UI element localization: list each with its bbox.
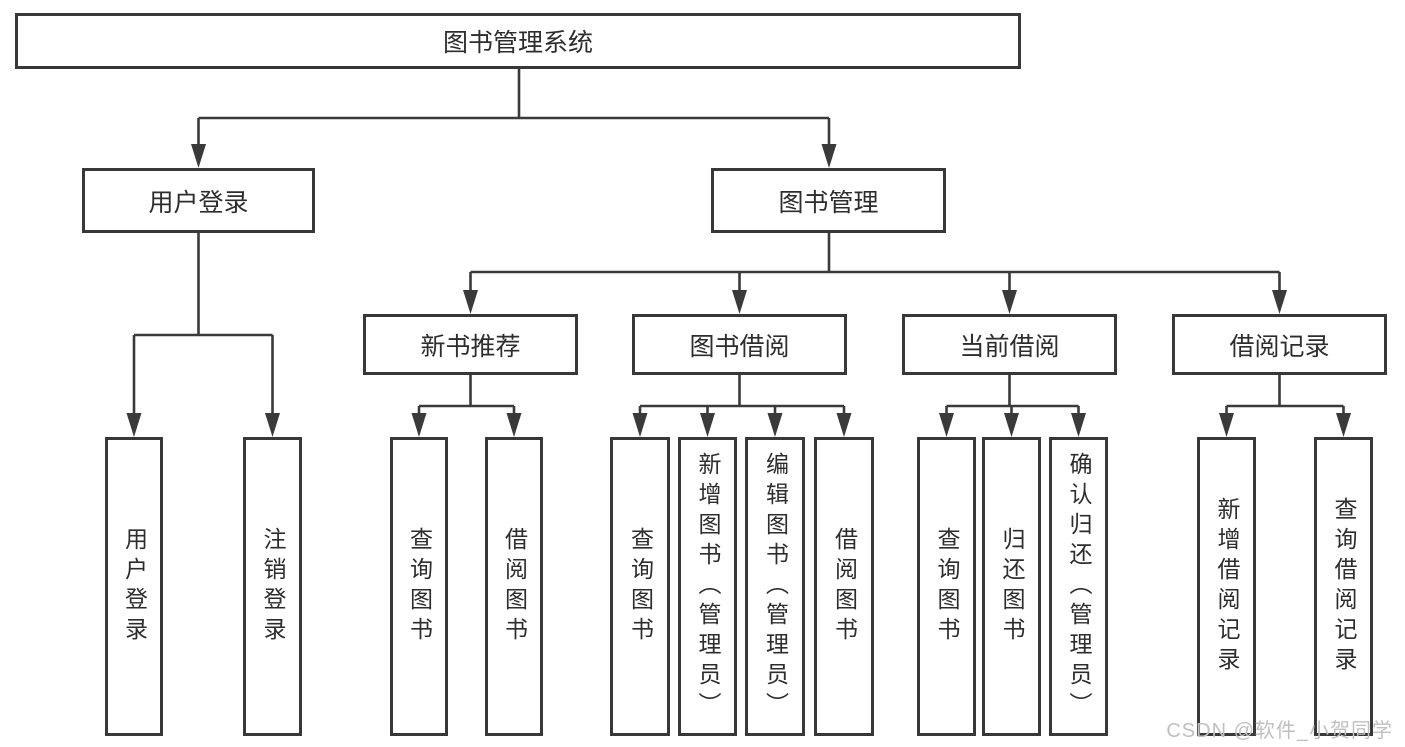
arrowhead-icon [191, 144, 206, 168]
leaf-recommend-borrow-book: 借阅图书 [485, 437, 543, 736]
leaf-user-login: 用户登录 [105, 437, 163, 736]
node-user-login-label: 用户登录 [148, 188, 249, 217]
leaf-records-query-record: 查询借阅记录 [1314, 437, 1373, 736]
leaf-current-query-book-label: 查询图书 [934, 526, 960, 647]
arrowhead-icon [700, 413, 715, 437]
arrowhead-icon [1004, 413, 1019, 437]
leaf-borrowing-query-book-label: 查询图书 [627, 526, 654, 647]
node-current-borrowing: 当前借阅 [902, 314, 1117, 375]
edge-line [638, 375, 846, 421]
node-book-borrowing: 图书借阅 [632, 314, 847, 375]
node-current-borrowing-label: 当前借阅 [959, 332, 1060, 361]
node-new-book-recommend: 新书推荐 [363, 314, 578, 375]
edge-line [469, 233, 1281, 298]
arrowhead-icon [632, 413, 648, 437]
edge-line [1225, 375, 1345, 421]
node-root-label: 图书管理系统 [442, 29, 593, 57]
leaf-records-query-record-label: 查询借阅记录 [1331, 496, 1357, 677]
arrowhead-icon [767, 413, 783, 437]
leaf-borrowing-query-book: 查询图书 [610, 437, 670, 736]
edges-user-login-to-leaves [132, 233, 274, 421]
edges-borrowing-records-to-leaves [1225, 375, 1345, 421]
arrowhead-icon [1219, 413, 1234, 437]
arrowhead-icon [506, 413, 522, 437]
arrowhead-icon [836, 413, 852, 437]
leaf-current-confirm-return: 确认归还（管理员） [1049, 437, 1108, 736]
leaf-borrowing-edit-book-label: 编辑图书（管理员） [762, 451, 789, 722]
leaf-borrowing-edit-book: 编辑图书（管理员） [745, 437, 805, 736]
node-borrowing-records: 借阅记录 [1172, 314, 1387, 375]
leaf-user-login-label: 用户登录 [121, 526, 148, 647]
arrowhead-icon [939, 413, 954, 437]
node-book-management-label: 图书管理 [778, 188, 879, 217]
edge-line [417, 375, 516, 421]
leaf-recommend-borrow-book-label: 借阅图书 [501, 526, 528, 647]
leaf-logout-label: 注销登录 [260, 526, 286, 647]
arrowhead-icon [732, 290, 747, 314]
leaf-current-confirm-return-label: 确认归还（管理员） [1066, 451, 1092, 722]
arrowhead-icon [1071, 413, 1086, 437]
leaf-current-return-book: 归还图书 [982, 437, 1041, 736]
leaf-borrowing-borrow-book-label: 借阅图书 [831, 526, 858, 647]
leaf-borrowing-borrow-book: 借阅图书 [814, 437, 874, 736]
edges-book-borrowing-to-leaves [638, 375, 846, 421]
arrowhead-icon [411, 413, 427, 437]
edges-book-management-to-level3 [469, 233, 1281, 298]
arrowhead-icon [463, 290, 478, 314]
arrowhead-icon [265, 413, 280, 437]
edge-line [132, 233, 274, 421]
leaf-recommend-query-book-label: 查询图书 [406, 526, 433, 647]
arrowhead-icon [1272, 290, 1287, 314]
leaf-logout: 注销登录 [243, 437, 302, 736]
node-book-management: 图书管理 [711, 168, 946, 233]
arrowhead-icon [1336, 413, 1351, 437]
leaf-recommend-query-book: 查询图书 [390, 437, 448, 736]
leaf-records-add-record-label: 新增借阅记录 [1214, 496, 1240, 677]
leaf-records-add-record: 新增借阅记录 [1197, 437, 1256, 736]
arrowheads-group [126, 144, 1351, 437]
edges-new-book-recommend-to-leaves [417, 375, 516, 421]
leaf-borrowing-add-book-label: 新增图书（管理员） [695, 451, 721, 722]
node-new-book-recommend-label: 新书推荐 [420, 332, 521, 361]
edges-root-to-level2 [197, 69, 831, 152]
csdn-watermark: CSDN @软件_小贺同学 [1166, 720, 1393, 742]
leaf-current-query-book: 查询图书 [917, 437, 976, 736]
node-borrowing-records-label: 借阅记录 [1229, 332, 1330, 361]
arrowhead-icon [821, 144, 837, 168]
edge-line [197, 69, 831, 152]
arrowhead-icon [1002, 290, 1017, 314]
node-book-borrowing-label: 图书借阅 [689, 332, 790, 361]
node-root: 图书管理系统 [15, 13, 1021, 69]
node-user-login: 用户登录 [82, 168, 315, 233]
leaf-borrowing-add-book: 新增图书（管理员） [678, 437, 737, 736]
leaf-current-return-book-label: 归还图书 [999, 526, 1025, 647]
arrowhead-icon [126, 413, 142, 437]
